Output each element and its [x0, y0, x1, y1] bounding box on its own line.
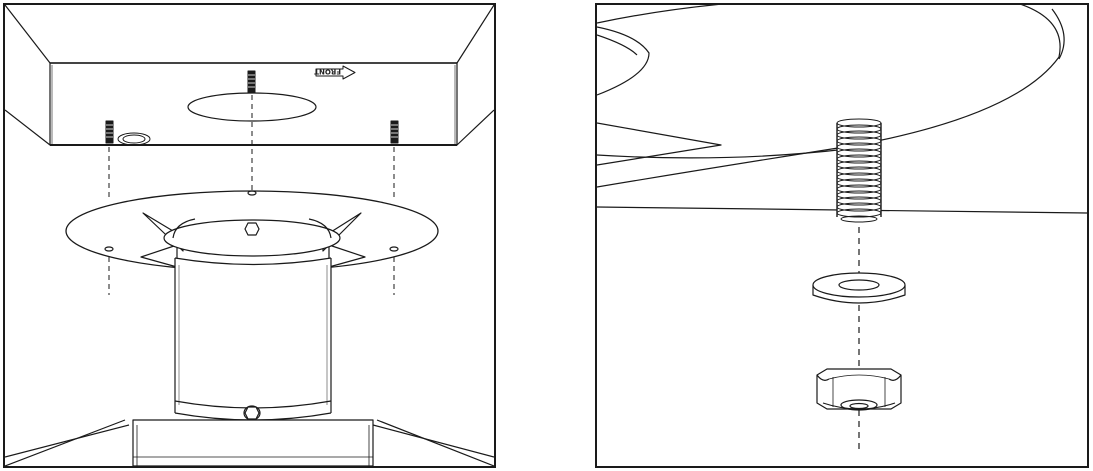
left-assembly-drawing: FRONT	[5, 5, 494, 466]
right-fastener-panel	[595, 3, 1089, 468]
alignment-lines	[108, 95, 395, 295]
stud-center	[247, 70, 256, 94]
flat-washer	[812, 272, 906, 304]
post	[174, 222, 332, 421]
right-fastener-drawing	[597, 5, 1087, 450]
stud-right	[390, 120, 399, 144]
grommet	[117, 132, 151, 146]
base	[5, 419, 494, 466]
left-assembly-panel: FRONT	[3, 3, 496, 468]
front-arrow-indicator: FRONT	[314, 65, 356, 80]
front-label: FRONT	[314, 68, 341, 76]
threaded-stud	[836, 118, 882, 223]
stud-left	[105, 120, 114, 144]
hex-nut	[816, 368, 902, 411]
mount-studs	[105, 70, 399, 146]
